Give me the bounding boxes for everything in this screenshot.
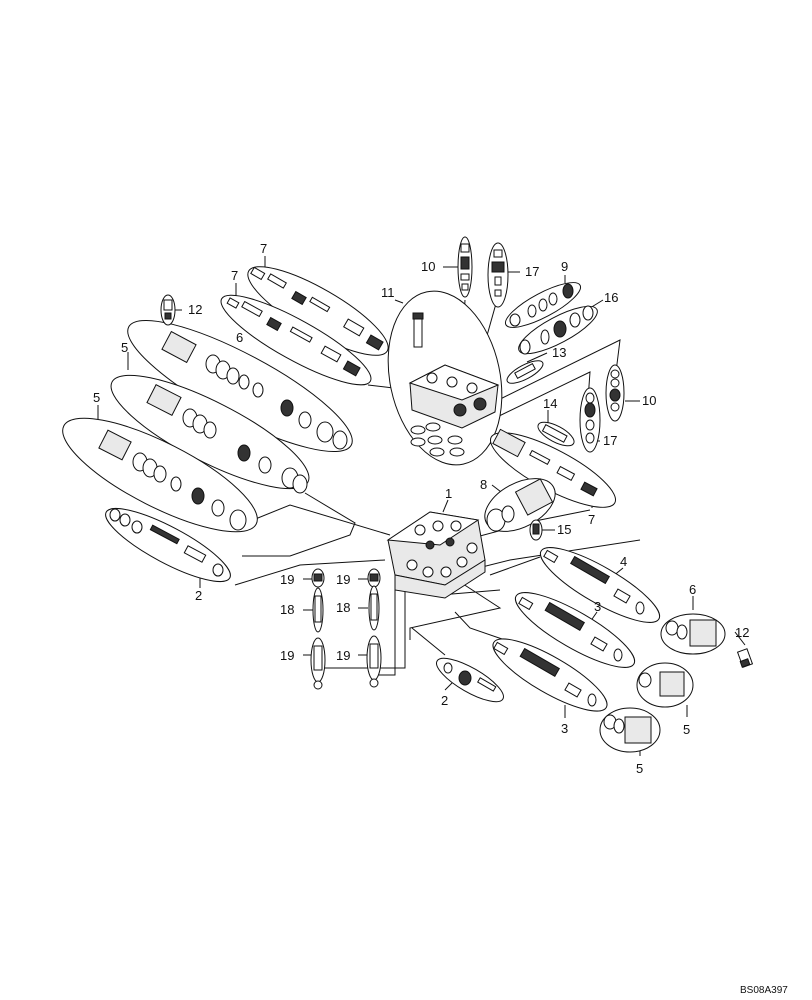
callout-9: 9 xyxy=(561,259,568,274)
callout-12: 12 xyxy=(188,302,202,317)
part-11-valve-section xyxy=(387,290,503,466)
callout-6: 6 xyxy=(236,330,243,345)
callout-4: 4 xyxy=(620,554,627,569)
callout-17: 17 xyxy=(603,433,617,448)
spool-group-7-right xyxy=(489,428,617,508)
spool-group-5-upper xyxy=(110,374,310,494)
callout-16: 16 xyxy=(604,290,618,305)
callout-19: 19 xyxy=(280,648,294,663)
callout-11: 11 xyxy=(381,285,395,300)
spool-group-3-upper xyxy=(514,592,636,668)
callout-12: 12 xyxy=(735,625,749,640)
callout-5: 5 xyxy=(683,722,690,737)
callout-1: 1 xyxy=(445,486,452,501)
part-10-upper xyxy=(457,236,473,298)
spool-group-5-lower xyxy=(62,417,258,533)
spool-group-3-lower xyxy=(492,638,608,712)
part-8-group xyxy=(484,478,556,532)
spool-group-2-left xyxy=(105,507,231,583)
callout-19: 19 xyxy=(336,572,350,587)
callout-5: 5 xyxy=(93,390,100,405)
spool-group-6-upper xyxy=(127,319,353,453)
callout-labels: 7 7 12 6 5 5 11 10 17 9 16 13 10 14 17 8… xyxy=(93,241,749,776)
part-12-lower xyxy=(736,648,754,668)
spool-group-7-second xyxy=(220,294,372,386)
part-17-upper xyxy=(487,242,509,308)
callout-14: 14 xyxy=(543,396,557,411)
callout-7: 7 xyxy=(588,512,595,527)
part-9-group xyxy=(504,282,582,328)
callout-7: 7 xyxy=(231,268,238,283)
callout-15: 15 xyxy=(557,522,571,537)
callout-3: 3 xyxy=(594,599,601,614)
callout-5: 5 xyxy=(636,761,643,776)
part-6-lower xyxy=(660,613,726,655)
callout-19: 19 xyxy=(336,648,350,663)
callout-10: 10 xyxy=(642,393,656,408)
callout-17: 17 xyxy=(525,264,539,279)
callout-2: 2 xyxy=(195,588,202,603)
part-10-right xyxy=(605,364,625,422)
part-14-group xyxy=(537,421,575,447)
part-5-lower-b xyxy=(599,707,661,753)
callout-10: 10 xyxy=(421,259,435,274)
part-5-lower-a xyxy=(636,662,694,708)
callout-13: 13 xyxy=(552,345,566,360)
part-12-upper xyxy=(160,294,176,326)
callout-5: 5 xyxy=(121,340,128,355)
part-13-group xyxy=(506,360,544,384)
spool-group-7-upper xyxy=(247,266,389,356)
callout-6: 6 xyxy=(689,582,696,597)
main-control-valve xyxy=(386,511,486,599)
part-15 xyxy=(529,519,543,541)
callout-7: 7 xyxy=(260,241,267,256)
spool-group-4 xyxy=(539,547,661,623)
drawing-reference-code: BS08A397 xyxy=(740,985,788,996)
part-17-right xyxy=(579,387,601,453)
callout-18: 18 xyxy=(336,600,350,615)
callout-18: 18 xyxy=(280,602,294,617)
fitting-stack-right xyxy=(366,568,382,688)
callout-2: 2 xyxy=(441,693,448,708)
spool-group-2-lower xyxy=(436,657,504,703)
callout-3: 3 xyxy=(561,721,568,736)
fitting-stack-left xyxy=(310,568,326,690)
callout-8: 8 xyxy=(480,477,487,492)
part-16-group xyxy=(518,305,598,355)
callout-19: 19 xyxy=(280,572,294,587)
